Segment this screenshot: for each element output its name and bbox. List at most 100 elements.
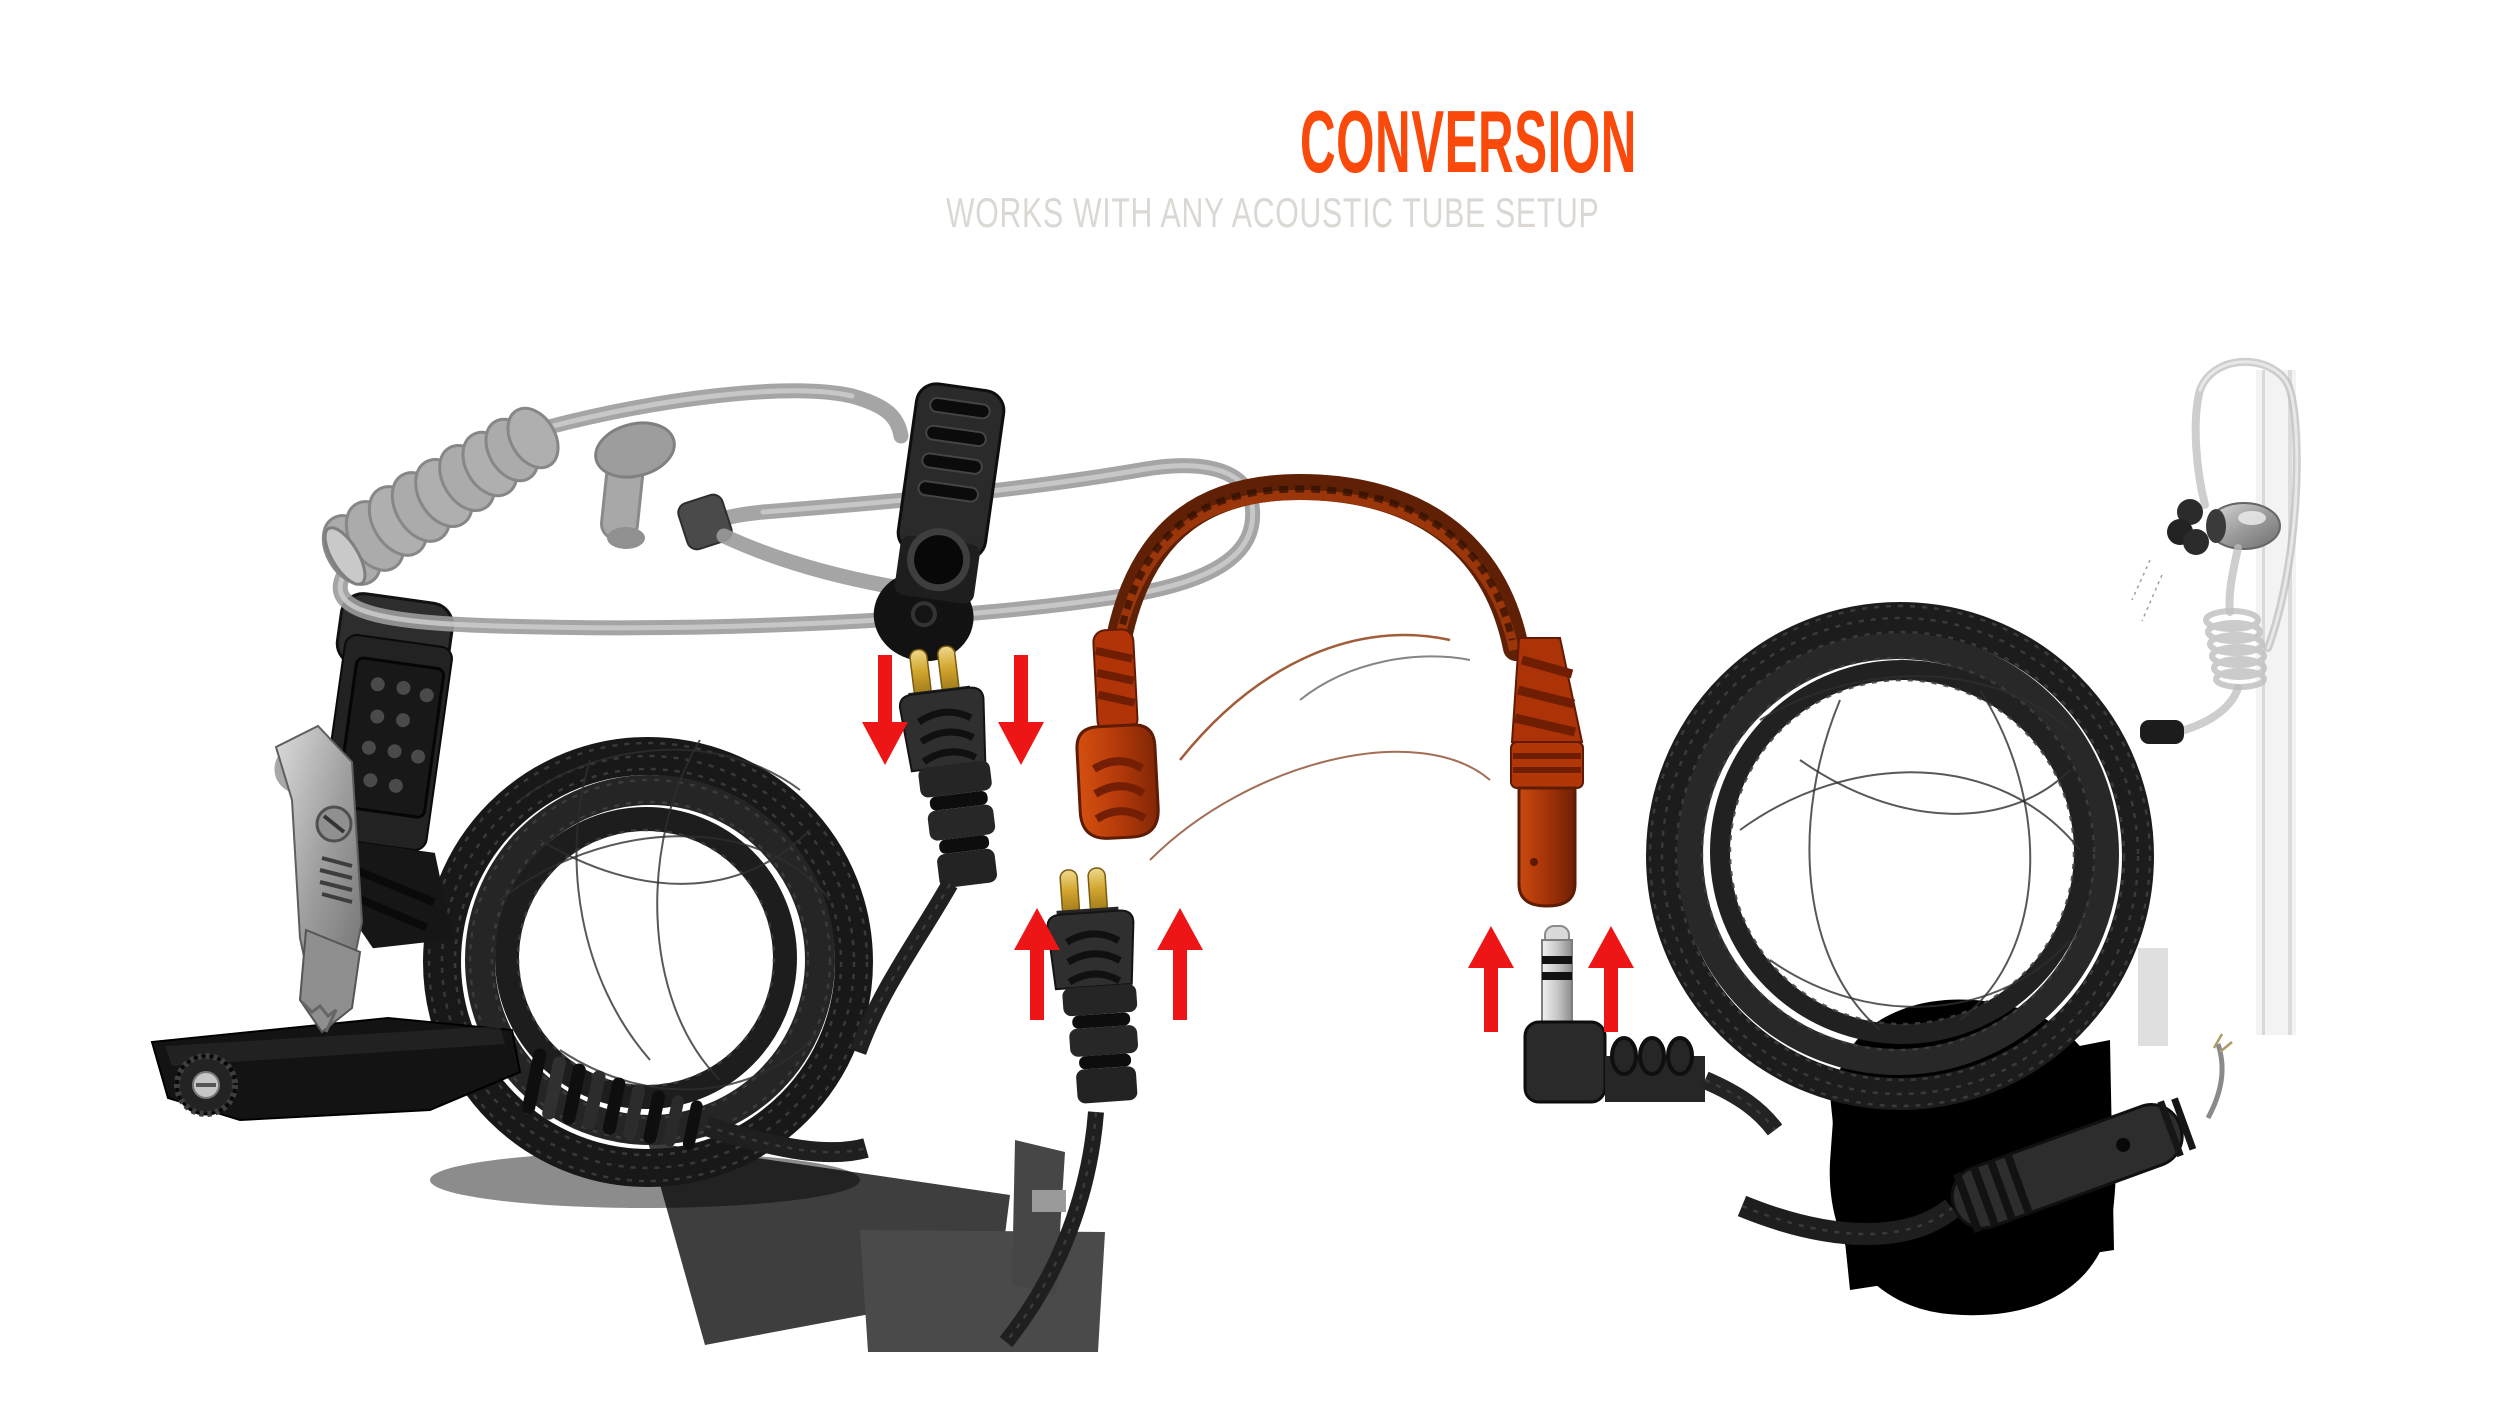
page-subtitle: WORKS WITH ANY ACOUSTIC TUBE SETUP <box>946 189 1600 236</box>
radio-side-multipin-connector <box>150 1016 869 1163</box>
adapter-barrel-3-5mm <box>1510 637 1584 908</box>
arrow-up-icon <box>1157 908 1203 1020</box>
gold-pin <box>1087 867 1108 915</box>
mic-lower-taper <box>335 838 454 949</box>
stray-wire <box>1149 750 1491 861</box>
stray-wire <box>499 835 831 901</box>
head-grooves <box>1064 930 1122 986</box>
earbud <box>2167 499 2281 555</box>
stray-wire <box>1759 675 2071 731</box>
stray-wire <box>1739 771 2081 851</box>
braid-texture <box>427 741 869 1183</box>
cable-to-coil <box>1701 1071 1783 1136</box>
tube-end-fitting <box>2140 720 2184 744</box>
barrel-dot <box>1530 858 1538 866</box>
plug-insulator-ring <box>1542 956 1572 964</box>
gold-pin <box>1059 869 1081 917</box>
eartip-cap <box>594 421 676 479</box>
thumbscrew-knurl <box>174 1053 238 1117</box>
connector-head <box>1046 909 1135 991</box>
tube-tail <box>2170 684 2242 737</box>
strain-relief-ribs <box>522 1048 703 1150</box>
braid-texture <box>453 767 843 1157</box>
connector-hole <box>2116 1137 2131 1152</box>
connector-highlight <box>165 1026 505 1066</box>
braid-texture <box>1704 1078 1776 1131</box>
render-streak <box>2262 370 2265 1035</box>
adapter-cable-arc <box>1104 473 1529 661</box>
clear-acoustic-tube-earpiece <box>2131 357 2301 1046</box>
arrow-down-icon <box>998 655 1044 765</box>
arrow-down-icon <box>862 655 908 765</box>
stray-wire <box>1769 939 2071 1008</box>
clip-screw-slot <box>322 814 346 834</box>
render-streak <box>2138 948 2168 1046</box>
braid-texture <box>516 828 776 1088</box>
shadow-notch <box>1032 1190 1066 1212</box>
coil-turn <box>495 807 797 1109</box>
plug-arm-ridges <box>1605 1036 1705 1102</box>
stray-wire <box>1299 655 1471 701</box>
eartip-mushroom <box>594 421 676 549</box>
barrel-rings <box>1510 741 1584 789</box>
tube-to-speaker <box>716 528 908 596</box>
gray-acoustic-tube-earpiece <box>321 382 1261 662</box>
braid-texture <box>1728 678 2076 1026</box>
braid-texture <box>440 754 856 1170</box>
barrel-body <box>1517 786 1577 908</box>
plug-elbow-body <box>1523 1020 1607 1104</box>
tube-coil-ribbed <box>321 406 560 586</box>
coil-turn <box>1710 660 2094 1044</box>
braid-texture <box>1648 604 2152 1108</box>
two-pin-connector-top <box>898 645 998 888</box>
mic-faceplate <box>335 656 446 819</box>
conversion-arrows <box>862 655 1634 1032</box>
stray-wire <box>519 748 801 801</box>
braided-coiled-cable-right <box>1646 602 2154 1110</box>
braid-texture <box>1005 1111 1098 1343</box>
braid-texture <box>490 800 810 1120</box>
arrow-up-icon <box>1014 908 1060 1020</box>
garment-clip <box>274 724 364 1034</box>
clip-spring <box>319 856 353 904</box>
cable-in <box>1737 1195 1959 1245</box>
connector-ridges <box>1953 1153 2033 1234</box>
mic-grille-dots <box>361 677 434 793</box>
ptt-mic-with-garment-clip <box>318 592 455 949</box>
arc-braid-texture <box>1115 485 1516 641</box>
connector-neck <box>918 760 998 888</box>
right-angle-3-5mm-plug <box>1523 925 1783 1136</box>
arrow-up-icon <box>1468 926 1514 1032</box>
stray-wire <box>1808 699 1881 1031</box>
stray-wire <box>575 759 651 1061</box>
two-pin-connector-bottom <box>1046 867 1139 1104</box>
stray-scribble <box>2131 559 2163 622</box>
tube-upper-highlight <box>542 388 855 431</box>
stray-wire <box>1959 689 2032 1021</box>
page-title: CONVERSION <box>1300 92 1637 191</box>
braid-texture <box>1660 616 2140 1096</box>
coil-turn <box>1677 633 2119 1075</box>
end-ridges <box>2157 1097 2197 1158</box>
braid-texture <box>705 1124 867 1154</box>
tube-drop <box>2225 544 2242 616</box>
pigtail-threads <box>2212 1033 2233 1053</box>
eartip-base <box>607 527 645 549</box>
render-streak <box>2288 370 2292 1035</box>
orange-adapter-cable <box>1075 473 1584 908</box>
earbud-neck <box>2206 509 2226 543</box>
pivot-hole <box>910 601 937 628</box>
stray-wire <box>656 739 721 1081</box>
braided-coiled-cable-left <box>423 737 873 1187</box>
connector-barrel <box>1950 1103 2184 1230</box>
clip-jaw <box>298 928 362 1034</box>
tube-mini-coil <box>2203 608 2267 690</box>
braid-texture <box>1700 656 2096 1052</box>
connector-neck <box>1062 984 1139 1104</box>
braid-texture <box>856 883 952 1053</box>
socket-grooves <box>1091 757 1147 823</box>
arrow-up-icon <box>1588 926 1634 1032</box>
stray-wire <box>559 1029 821 1091</box>
